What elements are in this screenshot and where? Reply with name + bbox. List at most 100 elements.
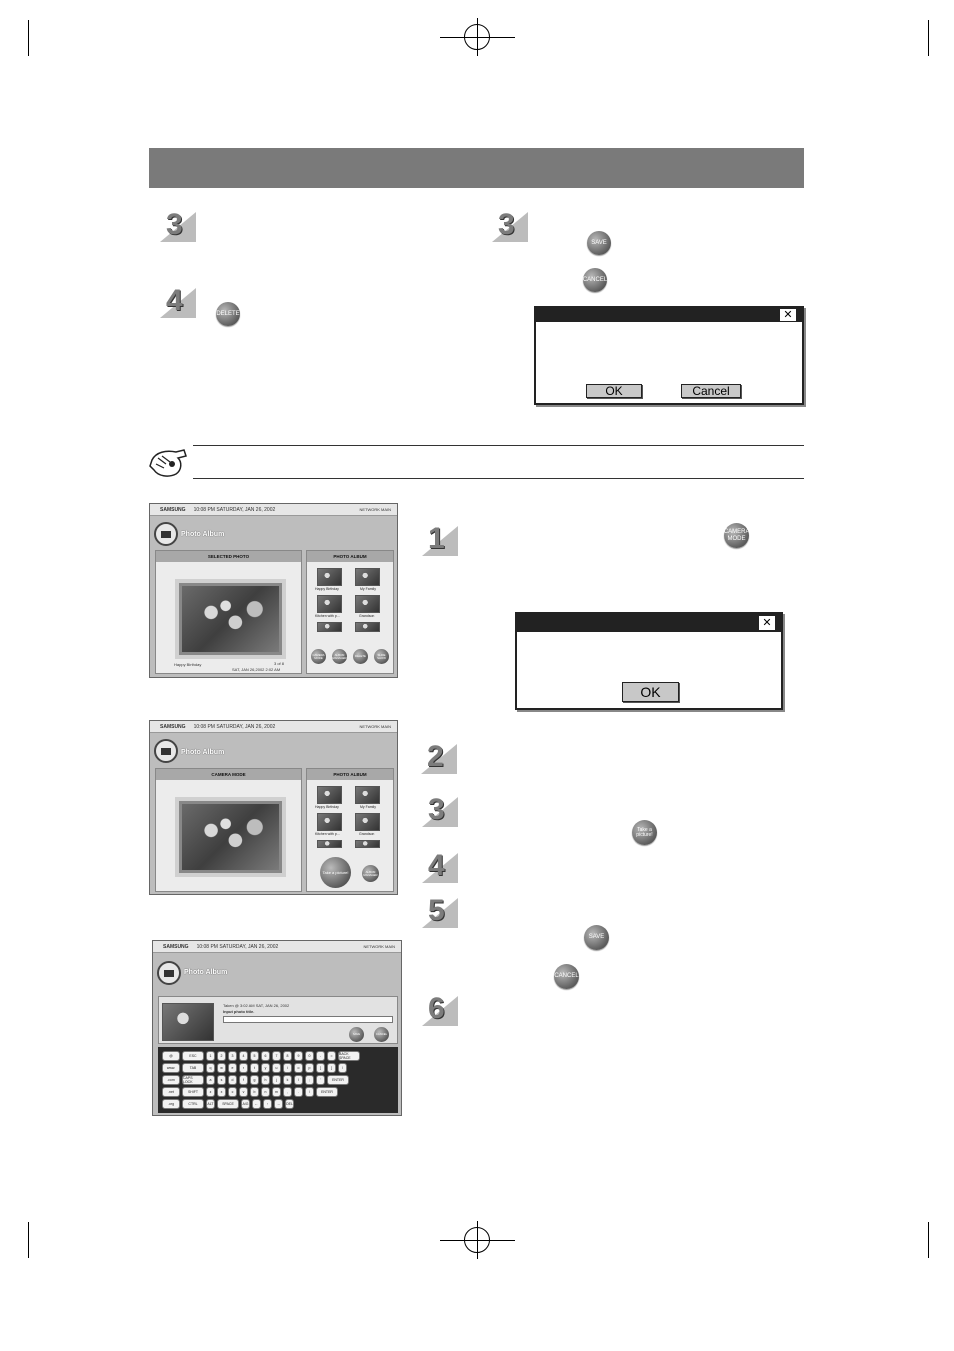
photo-album-icon: [154, 522, 178, 546]
keyboard-key[interactable]: i: [283, 1063, 292, 1073]
captured-photo: [162, 1003, 214, 1041]
thumbnail[interactable]: [317, 595, 342, 613]
keyboard-key[interactable]: ,: [283, 1087, 292, 1097]
keyboard-key[interactable]: 9: [294, 1051, 303, 1061]
keyboard-key[interactable]: ;: [305, 1075, 314, 1085]
keyboard-key[interactable]: m: [272, 1087, 281, 1097]
keyboard-key[interactable]: -: [316, 1051, 325, 1061]
close-icon[interactable]: ✕: [780, 309, 796, 321]
album-manager-button[interactable]: ALBUM MANAGER: [362, 865, 379, 882]
keyboard-key[interactable]: CAPS LOCK: [182, 1075, 204, 1085]
keyboard-key[interactable]: [: [316, 1063, 325, 1073]
keyboard-key[interactable]: j: [272, 1075, 281, 1085]
keyboard-key[interactable]: \: [338, 1063, 347, 1073]
keyboard-key[interactable]: b: [250, 1087, 259, 1097]
keyboard-key[interactable]: SHIFT: [182, 1087, 204, 1097]
keyboard-key[interactable]: ': [316, 1075, 325, 1085]
keyboard-key[interactable]: 3: [228, 1051, 237, 1061]
keyboard-key[interactable]: 5: [250, 1051, 259, 1061]
keyboard-key[interactable]: ↑: [263, 1099, 272, 1109]
keyboard-key[interactable]: CTRL: [182, 1099, 204, 1109]
keyboard-key[interactable]: TAB: [182, 1063, 204, 1073]
keyboard-key[interactable]: w: [217, 1063, 226, 1073]
keyboard-key[interactable]: h: [261, 1075, 270, 1085]
keyboard-key[interactable]: y: [261, 1063, 270, 1073]
thumbnail[interactable]: [355, 813, 380, 831]
cancel-button[interactable]: Cancel: [681, 384, 741, 398]
keyboard-key[interactable]: e: [228, 1063, 237, 1073]
keyboard-key[interactable]: 1: [206, 1051, 215, 1061]
thumbnail[interactable]: [355, 840, 380, 848]
keyboard-key[interactable]: ENTER: [327, 1075, 349, 1085]
keyboard-key[interactable]: 0: [305, 1051, 314, 1061]
keyboard-key[interactable]: .net: [162, 1087, 180, 1097]
thumbnail-caption: Kitchen with p...: [315, 832, 340, 836]
keyboard-key[interactable]: 4: [239, 1051, 248, 1061]
thumbnail[interactable]: [317, 840, 342, 848]
keyboard-key[interactable]: .com: [162, 1075, 180, 1085]
slide-show-button[interactable]: SLIDE SHOW: [374, 649, 389, 664]
keyboard-key[interactable]: =: [327, 1051, 336, 1061]
keyboard-key[interactable]: →: [274, 1099, 283, 1109]
keyboard-key[interactable]: ENTER: [316, 1087, 338, 1097]
keyboard-key[interactable]: s: [217, 1075, 226, 1085]
keyboard-key[interactable]: o: [294, 1063, 303, 1073]
cancel-button[interactable]: CANCEL: [374, 1027, 389, 1042]
thumbnail[interactable]: [317, 568, 342, 586]
keyboard-key[interactable]: a: [206, 1075, 215, 1085]
keyboard-key[interactable]: z: [206, 1087, 215, 1097]
keyboard-key[interactable]: .org: [162, 1099, 180, 1109]
screen-title: Photo Album: [184, 969, 228, 976]
keyboard-key[interactable]: DEL: [285, 1099, 294, 1109]
thumbnail[interactable]: [317, 622, 342, 632]
keyboard-key[interactable]: A/G: [241, 1099, 250, 1109]
keyboard-key[interactable]: n: [261, 1087, 270, 1097]
keyboard-key[interactable]: q: [206, 1063, 215, 1073]
keyboard-key[interactable]: x: [217, 1087, 226, 1097]
ok-button[interactable]: OK: [622, 682, 679, 702]
save-button[interactable]: SAVE: [349, 1027, 364, 1042]
thumbnail[interactable]: [355, 786, 380, 804]
photo-frame: [175, 579, 286, 659]
keyboard-key[interactable]: g: [250, 1075, 259, 1085]
keyboard-key[interactable]: r: [239, 1063, 248, 1073]
take-picture-button[interactable]: Take a picture!: [320, 857, 351, 888]
thumbnail[interactable]: [355, 622, 380, 632]
keyboard-key[interactable]: f: [239, 1075, 248, 1085]
photo-title-input[interactable]: [223, 1016, 393, 1023]
keyboard-key[interactable]: ←: [252, 1099, 261, 1109]
close-icon[interactable]: ✕: [759, 616, 775, 630]
keyboard-key[interactable]: ]: [327, 1063, 336, 1073]
panel-header: CAMERA MODE: [156, 769, 301, 780]
keyboard-key[interactable]: BACK SPACE: [338, 1051, 360, 1061]
keyboard-key[interactable]: www.: [162, 1063, 180, 1073]
keyboard-key[interactable]: c: [228, 1087, 237, 1097]
thumbnail-caption: Happy Birthday: [315, 587, 339, 591]
keyboard-key[interactable]: k: [283, 1075, 292, 1085]
ok-button[interactable]: OK: [586, 384, 642, 398]
thumbnail[interactable]: [355, 595, 380, 613]
camera-mode-button[interactable]: CAMERA MODE: [311, 649, 326, 664]
keyboard-key[interactable]: 6: [261, 1051, 270, 1061]
keyboard-key[interactable]: d: [228, 1075, 237, 1085]
thumbnail[interactable]: [317, 786, 342, 804]
keyboard-key[interactable]: 7: [272, 1051, 281, 1061]
keyboard-key[interactable]: t: [250, 1063, 259, 1073]
keyboard-key[interactable]: 8: [283, 1051, 292, 1061]
photo-album-panel: PHOTO ALBUM Happy Birthday My Family Kit…: [306, 768, 394, 892]
keyboard-key[interactable]: ALT: [206, 1099, 215, 1109]
keyboard-key[interactable]: SPACE: [217, 1099, 239, 1109]
keyboard-key[interactable]: 2: [217, 1051, 226, 1061]
keyboard-key[interactable]: p: [305, 1063, 314, 1073]
keyboard-key[interactable]: /: [305, 1087, 314, 1097]
keyboard-key[interactable]: v: [239, 1087, 248, 1097]
keyboard-key[interactable]: u: [272, 1063, 281, 1073]
thumbnail[interactable]: [355, 568, 380, 586]
keyboard-key[interactable]: l: [294, 1075, 303, 1085]
thumbnail[interactable]: [317, 813, 342, 831]
delete-button[interactable]: DELETE: [353, 649, 368, 664]
keyboard-key[interactable]: @: [162, 1051, 180, 1061]
album-manager-button[interactable]: ALBUM MANAGER: [332, 649, 347, 664]
keyboard-key[interactable]: ESC: [182, 1051, 204, 1061]
keyboard-key[interactable]: .: [294, 1087, 303, 1097]
